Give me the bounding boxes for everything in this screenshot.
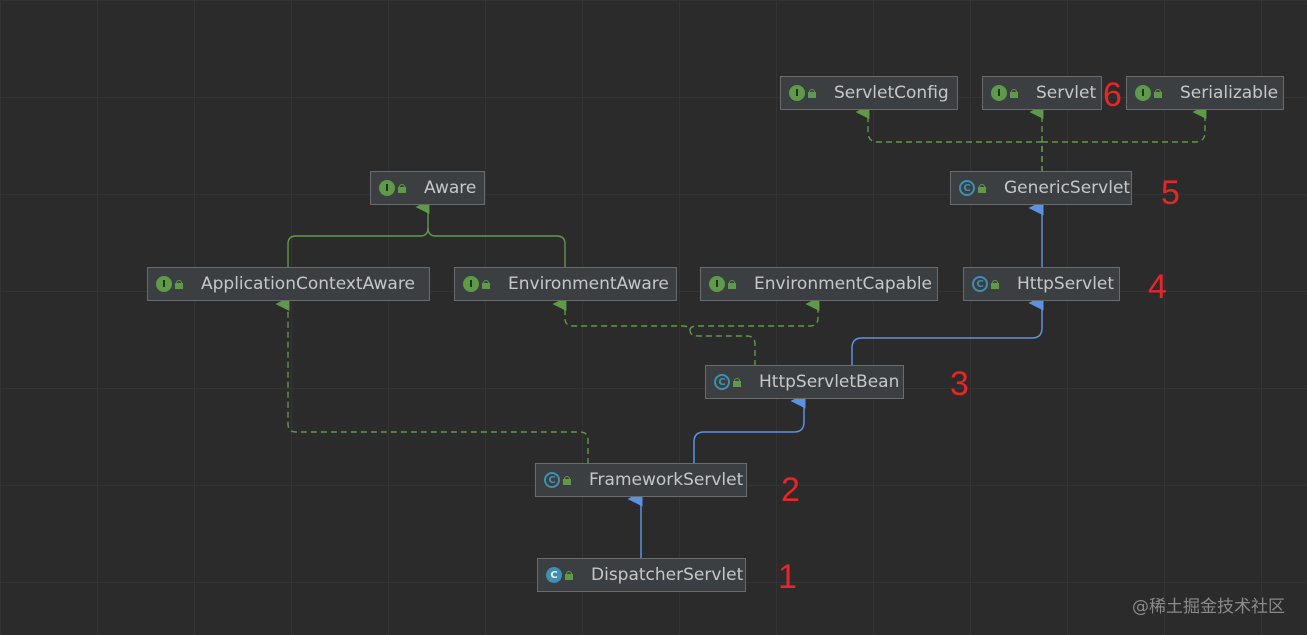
lock-icon <box>978 183 988 193</box>
node-http-servlet[interactable]: C HttpServlet <box>963 267 1120 301</box>
lock-icon <box>565 570 575 580</box>
annotation-6: 6 <box>1103 76 1122 114</box>
node-label: ApplicationContextAware <box>201 274 415 294</box>
annotation-5: 5 <box>1161 174 1180 212</box>
node-application-context-aware[interactable]: I ApplicationContextAware <box>147 267 430 301</box>
edge-generic-servlet-serializable <box>1042 105 1207 143</box>
abstract-class-icon: C <box>959 180 975 196</box>
edge-framework-servlet-application-context-aware <box>275 297 589 464</box>
interface-icon: I <box>1135 85 1151 101</box>
watermark: @稀土掘金技术社区 <box>1132 597 1285 617</box>
node-aware[interactable]: I Aware <box>370 171 485 205</box>
lock-icon <box>1010 88 1020 98</box>
node-label: Serializable <box>1180 83 1279 103</box>
edge-http-servlet-bean-environment-capable <box>689 297 820 331</box>
node-label: GenericServlet <box>1004 178 1131 198</box>
lock-icon <box>563 475 573 485</box>
node-label: HttpServletBean <box>759 372 900 392</box>
lock-icon <box>808 88 818 98</box>
interface-icon: I <box>991 85 1007 101</box>
lock-icon <box>728 279 738 289</box>
lock-icon <box>398 183 408 193</box>
lock-icon <box>1154 88 1164 98</box>
node-label: DispatcherServlet <box>591 565 744 585</box>
abstract-class-icon: C <box>544 472 560 488</box>
abstract-class-icon: C <box>714 374 730 390</box>
annotation-2: 2 <box>781 471 800 509</box>
edge-framework-servlet-http-servlet-bean <box>693 393 806 464</box>
node-label: EnvironmentAware <box>508 274 669 294</box>
node-serializable[interactable]: I Serializable <box>1126 76 1284 110</box>
lock-icon <box>175 279 185 289</box>
node-label: ServletConfig <box>834 83 949 103</box>
interface-icon: I <box>463 276 479 292</box>
node-servlet-config[interactable]: I ServletConfig <box>780 76 958 110</box>
edge-http-servlet-bean-environment-aware <box>552 297 756 366</box>
lock-icon <box>482 279 492 289</box>
interface-icon: I <box>156 276 172 292</box>
node-label: HttpServlet <box>1017 274 1115 294</box>
node-label: FrameworkServlet <box>589 470 744 490</box>
interface-icon: I <box>789 85 805 101</box>
node-environment-capable[interactable]: I EnvironmentCapable <box>700 267 938 301</box>
edge-http-servlet-bean-http-servlet <box>851 295 1044 366</box>
edge-environment-aware-aware <box>427 227 566 267</box>
lock-icon <box>991 279 1001 289</box>
interface-icon: I <box>379 180 395 196</box>
node-http-servlet-bean[interactable]: C HttpServletBean <box>705 365 904 399</box>
annotation-3: 3 <box>950 365 969 403</box>
node-generic-servlet[interactable]: C GenericServlet <box>950 171 1132 205</box>
class-icon: C <box>546 567 562 583</box>
node-environment-aware[interactable]: I EnvironmentAware <box>454 267 677 301</box>
edge-generic-servlet-servlet-config <box>855 105 1043 172</box>
interface-icon: I <box>709 276 725 292</box>
node-dispatcher-servlet[interactable]: C DispatcherServlet <box>537 558 746 592</box>
annotation-1: 1 <box>778 558 797 596</box>
node-label: Aware <box>424 178 477 198</box>
annotation-4: 4 <box>1148 268 1167 306</box>
lock-icon <box>733 377 743 387</box>
node-framework-servlet[interactable]: C FrameworkServlet <box>535 463 747 497</box>
node-servlet[interactable]: I Servlet <box>982 76 1102 110</box>
node-label: EnvironmentCapable <box>754 274 933 294</box>
node-label: Servlet <box>1036 83 1097 103</box>
edge-application-context-aware-aware <box>287 200 430 267</box>
abstract-class-icon: C <box>972 276 988 292</box>
